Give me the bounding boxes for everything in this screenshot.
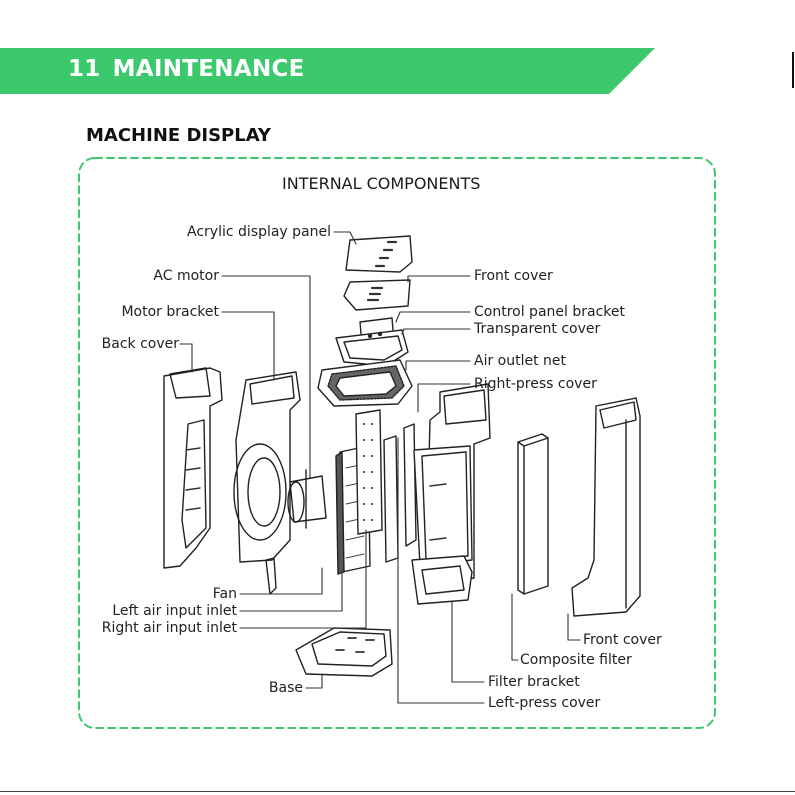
dashed-frame <box>78 157 716 729</box>
label-air-outlet-net: Air outlet net <box>474 353 567 369</box>
filter-bracket-part <box>411 555 473 605</box>
back-cover-part <box>163 367 223 569</box>
left-air-input-inlet-part <box>355 409 383 535</box>
ac-motor-part <box>287 469 327 529</box>
section-title: MAINTENANCE <box>112 56 305 82</box>
diagram-title: INTERNAL COMPONENTS <box>282 174 481 193</box>
right-air-input-inlet-part <box>383 423 417 563</box>
section-banner <box>0 48 655 94</box>
air-outlet-net-part <box>317 359 413 407</box>
front-cover-bottom-part <box>571 397 641 617</box>
page-subtitle: MACHINE DISPLAY <box>86 125 271 146</box>
bottom-rule <box>0 791 795 792</box>
right-press-cover-part <box>413 383 491 585</box>
label-front-cover-bottom: Front cover <box>583 632 662 648</box>
label-back-cover: Back cover <box>101 336 179 352</box>
label-right-air-input-inlet: Right air input inlet <box>101 620 237 636</box>
label-filter-bracket: Filter bracket <box>488 674 580 690</box>
label-motor-bracket: Motor bracket <box>121 304 219 320</box>
acrylic-display-panel-part <box>345 235 413 273</box>
label-left-press-cover: Left-press cover <box>488 695 601 711</box>
section-number: 11 <box>68 56 101 82</box>
label-base: Base <box>268 680 303 696</box>
label-left-air-input-inlet: Left air input inlet <box>112 603 237 619</box>
label-right-press-cover: Right-press cover <box>474 376 597 392</box>
label-composite-filter: Composite filter <box>520 652 632 668</box>
label-transparent-cover: Transparent cover <box>474 321 601 337</box>
base-part <box>295 627 393 677</box>
label-fan: Fan <box>212 586 237 602</box>
page-edge-rule <box>792 52 794 88</box>
section-heading: 11 MAINTENANCE <box>68 56 305 82</box>
composite-filter-part <box>517 433 549 595</box>
leader-lines <box>179 231 581 704</box>
motor-bracket-part <box>233 371 301 595</box>
control-panel-bracket-part <box>335 317 409 367</box>
label-front-cover-top: Front cover <box>474 268 553 284</box>
front-cover-top-part <box>343 279 411 311</box>
label-control-panel-bracket: Control panel bracket <box>474 304 625 320</box>
label-ac-motor: AC motor <box>153 268 219 284</box>
label-acrylic-display-panel: Acrylic display panel <box>187 224 331 240</box>
